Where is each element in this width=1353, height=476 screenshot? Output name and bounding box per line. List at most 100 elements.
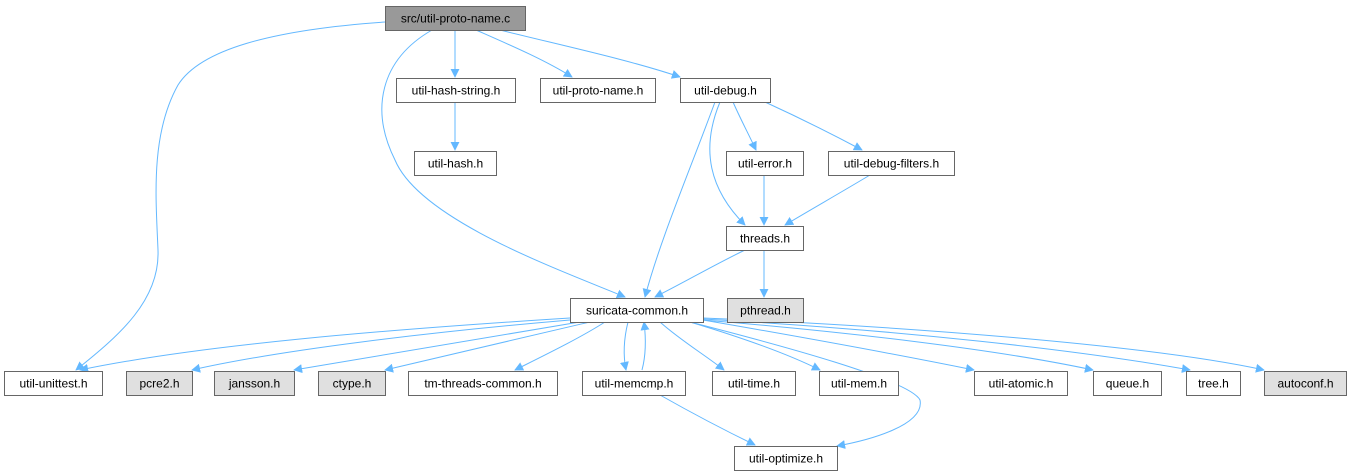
- node-ctype: ctype.h: [318, 371, 386, 396]
- edge-arrow: [659, 394, 756, 446]
- node-box: [4, 371, 103, 396]
- node-optimize[interactable]: util-optimize.h: [734, 446, 838, 471]
- node-box: [734, 446, 838, 471]
- edge-arrow: [475, 29, 573, 78]
- nodes-layer: src/util-proto-name.c util-hash-string.h u…: [4, 6, 1347, 471]
- edge-arrow: [293, 321, 581, 374]
- node-atomic[interactable]: util-atomic.h: [974, 371, 1068, 396]
- node-label: util-proto-name.h: [553, 84, 644, 98]
- edge-suricata-common-to-mem: [689, 321, 821, 371]
- node-label: queue.h: [1106, 377, 1149, 391]
- edge-arrow: [784, 174, 871, 226]
- edge-root-to-debug: [499, 29, 681, 79]
- node-box: [680, 78, 771, 103]
- edge-suricata-common-to-pcre2: [191, 319, 571, 373]
- edge-arrow: [702, 317, 1265, 373]
- node-pcre2: pcre2.h: [126, 371, 193, 396]
- edge-memcmp-to-suricata-common: [640, 321, 650, 371]
- edge-arrow: [514, 321, 606, 371]
- edge-arrow: [764, 101, 863, 151]
- node-unittest[interactable]: util-unittest.h: [4, 371, 103, 396]
- node-memcmp[interactable]: util-memcmp.h: [582, 371, 686, 396]
- edge-suricata-common-to-atomic: [702, 319, 975, 373]
- node-label: jansson.h: [228, 377, 280, 391]
- edge-suricata-common-to-queue: [702, 319, 1094, 373]
- node-queue[interactable]: queue.h: [1093, 371, 1162, 396]
- edge-suricata-common-to-time: [659, 321, 725, 371]
- node-label: pcre2.h: [139, 377, 179, 391]
- node-box: [1093, 371, 1162, 396]
- node-debug-filters[interactable]: util-debug-filters.h: [828, 151, 955, 176]
- edge-arrow: [689, 321, 821, 371]
- edge-suricata-common-to-tree: [702, 318, 1191, 373]
- edge-debug-to-error: [732, 101, 757, 151]
- edge-debug-to-threads: [709, 101, 746, 226]
- node-proto-name[interactable]: util-proto-name.h: [540, 78, 656, 103]
- node-box: [540, 78, 656, 103]
- node-box: [385, 6, 526, 31]
- node-label: util-optimize.h: [749, 452, 823, 466]
- node-label: tree.h: [1198, 377, 1229, 391]
- edge-arrow: [659, 321, 725, 371]
- node-label: src/util-proto-name.c: [401, 12, 510, 26]
- edge-arrow: [732, 101, 757, 151]
- node-box: [726, 151, 804, 176]
- edge-suricata-common-to-autoconf: [702, 317, 1265, 373]
- edge-arrow: [381, 29, 626, 299]
- node-label: util-mem.h: [831, 377, 887, 391]
- node-label: pthread.h: [740, 304, 791, 318]
- edge-suricata-common-to-memcmp: [620, 321, 629, 371]
- node-box: [828, 151, 955, 176]
- node-box: [414, 151, 497, 176]
- node-label: threads.h: [740, 232, 790, 246]
- edge-arrow: [79, 317, 571, 373]
- node-debug[interactable]: util-debug.h: [680, 78, 771, 103]
- edge-root-to-unittest: [75, 21, 386, 371]
- node-label: util-atomic.h: [989, 377, 1054, 391]
- node-label: util-unittest.h: [19, 377, 87, 391]
- edge-arrow: [642, 101, 716, 298]
- node-box: [974, 371, 1068, 396]
- node-autoconf: autoconf.h: [1264, 371, 1347, 396]
- node-label: suricata-common.h: [586, 304, 688, 318]
- node-tree[interactable]: tree.h: [1186, 371, 1241, 396]
- node-label: util-debug-filters.h: [844, 157, 939, 171]
- edge-arrow: [640, 321, 650, 371]
- node-label: util-hash-string.h: [412, 84, 501, 98]
- edge-arrow: [702, 319, 1094, 373]
- node-label: util-hash.h: [428, 157, 483, 171]
- node-label: util-memcmp.h: [595, 377, 674, 391]
- edge-arrow: [499, 29, 681, 79]
- node-box: [727, 298, 804, 323]
- node-hash-string[interactable]: util-hash-string.h: [396, 78, 516, 103]
- node-pthread: pthread.h: [727, 298, 804, 323]
- node-time[interactable]: util-time.h: [712, 371, 796, 396]
- node-mem[interactable]: util-mem.h: [819, 371, 899, 396]
- node-hash[interactable]: util-hash.h: [414, 151, 497, 176]
- node-box: [712, 371, 796, 396]
- node-error[interactable]: util-error.h: [726, 151, 804, 176]
- node-box: [318, 371, 386, 396]
- edge-memcmp-to-optimize: [659, 394, 756, 446]
- node-root[interactable]: src/util-proto-name.c: [385, 6, 526, 31]
- edge-arrow: [75, 21, 386, 371]
- edge-suricata-common-to-optimize: [689, 321, 921, 449]
- node-box: [214, 371, 295, 396]
- node-suricata-common[interactable]: suricata-common.h: [570, 298, 704, 323]
- edges-layer: [75, 21, 1265, 449]
- node-label: util-error.h: [738, 157, 792, 171]
- node-threads[interactable]: threads.h: [726, 226, 804, 251]
- edge-root-to-suricata-common: [381, 29, 626, 299]
- edge-suricata-common-to-jansson: [293, 321, 581, 374]
- edge-root-to-proto-name: [475, 29, 573, 78]
- edge-arrow: [384, 321, 591, 373]
- node-box: [408, 371, 558, 396]
- edge-arrow: [702, 318, 1191, 373]
- node-tm-threads-common[interactable]: tm-threads-common.h: [408, 371, 558, 396]
- node-box: [582, 371, 686, 396]
- node-label: autoconf.h: [1277, 377, 1333, 391]
- edge-arrow: [620, 321, 629, 371]
- edge-arrow: [654, 249, 746, 298]
- node-box: [126, 371, 193, 396]
